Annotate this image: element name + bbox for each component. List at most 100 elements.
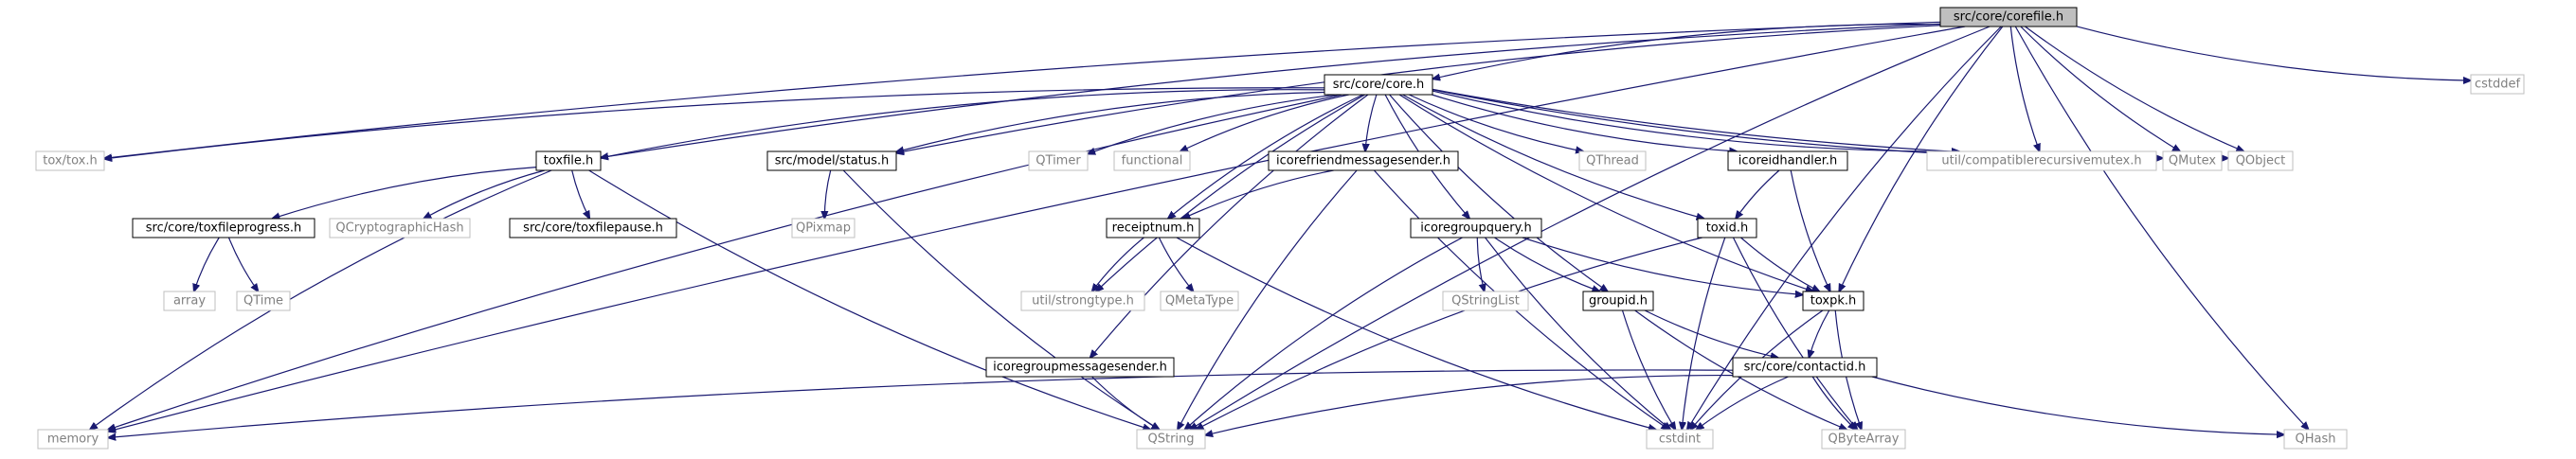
edge-root-to-memory: [108, 26, 1966, 432]
edge-core-to-status: [896, 91, 1325, 152]
edge-contactid-to-qhash: [1871, 376, 2284, 434]
edge-toxfile-to-tfprog: [272, 167, 537, 219]
edge-groupid-to-cstdint: [1621, 309, 1676, 430]
node-box-core: [1324, 74, 1433, 96]
edge-status-to-qstring: [842, 169, 1160, 430]
edge-core-to-receiptnum: [1168, 94, 1363, 219]
node-box-toxid: [1697, 218, 1757, 238]
edge-core-to-toxfile: [601, 89, 1325, 158]
node-qstring: QString: [1136, 429, 1206, 450]
node-label-array: array: [173, 294, 206, 309]
node-box-receiptnum: [1106, 218, 1200, 238]
edge-core-to-qtimer: [1088, 94, 1337, 154]
node-box-status: [766, 150, 897, 171]
node-box-toxfile: [535, 150, 602, 171]
node-qcrypto: QCryptographicHash: [329, 218, 471, 238]
edge-toxfile-to-qstring: [588, 169, 1151, 430]
edge-toxfile-to-memory: [90, 169, 552, 430]
node-label-qtime: QTime: [243, 294, 283, 309]
edge-core-to-icgms: [1090, 94, 1369, 358]
edge-tfprog-to-qtime: [227, 237, 259, 291]
edge-toxfile-to-tfpause: [571, 169, 590, 219]
node-status[interactable]: src/model/status.h: [766, 150, 897, 171]
node-tfprog[interactable]: src/core/toxfileprogress.h: [132, 218, 315, 238]
node-toxfile[interactable]: toxfile.h: [535, 150, 602, 171]
node-contactid[interactable]: src/core/contactid.h: [1732, 357, 1878, 378]
node-qstringlist: QStringList: [1442, 291, 1529, 311]
node-tfpause[interactable]: src/core/toxfilepause.h: [509, 218, 677, 238]
node-toxid[interactable]: toxid.h: [1697, 218, 1757, 238]
node-label-icgms: icoregroupmessagesender.h: [993, 361, 1167, 375]
node-box-functional: [1113, 150, 1191, 171]
node-groupid[interactable]: groupid.h: [1582, 291, 1654, 311]
node-label-crm: util/compatiblerecursivemutex.h: [1941, 154, 2141, 168]
node-label-qstring: QString: [1147, 433, 1194, 447]
edge-root-to-toxtox: [104, 21, 1941, 158]
edge-toxid-to-qstring: [1196, 237, 1702, 430]
node-icgms[interactable]: icoregroupmessagesender.h: [985, 357, 1175, 378]
node-label-strongtype: util/strongtype.h: [1032, 294, 1134, 309]
node-label-qpixmap: QPixmap: [796, 221, 851, 236]
edge-icgms-to-qstring: [1091, 376, 1160, 430]
edge-groupid-to-contactid: [1644, 309, 1778, 358]
node-icgq[interactable]: icoregroupquery.h: [1410, 218, 1542, 238]
node-box-qtimer: [1028, 150, 1089, 171]
edge-core-to-strongtype: [1096, 94, 1365, 291]
node-qpixmap: QPixmap: [791, 218, 856, 238]
node-root: src/core/corefile.h: [1939, 7, 2078, 27]
node-label-qbytearray: QByteArray: [1828, 433, 1900, 447]
node-label-icfms: icorefriendmessagesender.h: [1276, 154, 1450, 168]
node-crm: util/compatiblerecursivemutex.h: [1926, 150, 2157, 171]
node-functional: functional: [1113, 150, 1191, 171]
node-label-qobject: QObject: [2236, 154, 2286, 168]
edge-core-to-memory: [108, 94, 1342, 430]
node-box-icih: [1727, 150, 1848, 171]
node-box-icgq: [1410, 218, 1542, 238]
node-label-tfprog: src/core/toxfileprogress.h: [146, 221, 302, 236]
node-box-qhash: [2283, 429, 2348, 450]
node-box-contactid: [1732, 357, 1878, 378]
edge-status-to-qpixmap: [824, 169, 832, 219]
node-label-cstddef: cstddef: [2475, 78, 2521, 92]
edge-root-to-toxfile: [601, 23, 1941, 157]
edge-core-to-functional: [1180, 94, 1349, 151]
node-toxpk[interactable]: toxpk.h: [1802, 291, 1864, 311]
edge-core-to-qthread: [1408, 94, 1583, 151]
edge-contactid-to-qstring: [1205, 374, 1734, 435]
node-box-qbytearray: [1821, 429, 1906, 450]
node-strongtype: util/strongtype.h: [1020, 291, 1145, 311]
node-qtime: QTime: [236, 291, 291, 311]
node-box-toxtox: [35, 150, 105, 171]
node-box-qobject: [2227, 150, 2294, 171]
edge-core-to-toxpk: [1398, 94, 1813, 291]
node-box-cstdint: [1646, 429, 1714, 450]
edge-contactid-to-qbytearray: [1811, 376, 1856, 430]
node-receiptnum[interactable]: receiptnum.h: [1106, 218, 1200, 238]
node-label-icih: icoreidhandler.h: [1738, 154, 1837, 168]
node-icfms[interactable]: icorefriendmessagesender.h: [1268, 150, 1459, 171]
node-qbytearray: QByteArray: [1821, 429, 1906, 450]
node-box-tfprog: [132, 218, 315, 238]
node-label-toxid: toxid.h: [1706, 221, 1749, 236]
node-core[interactable]: src/core/core.h: [1324, 74, 1433, 96]
node-label-qthread: QThread: [1586, 154, 1639, 168]
edge-root-to-qstring: [1190, 26, 1991, 430]
edge-core-to-icih: [1432, 94, 1737, 151]
edge-icfms-to-qstring: [1178, 169, 1358, 430]
node-label-toxpk: toxpk.h: [1810, 294, 1857, 309]
edge-core-to-groupid: [1389, 94, 1608, 291]
node-cstdint: cstdint: [1646, 429, 1714, 450]
edge-root-to-cstddef: [2076, 26, 2471, 80]
node-label-toxtox: tox/tox.h: [43, 154, 97, 168]
node-label-root: src/core/corefile.h: [1954, 10, 2063, 25]
node-label-memory: memory: [47, 433, 99, 447]
edge-icih-to-toxpk: [1790, 169, 1830, 291]
node-label-qtimer: QTimer: [1036, 154, 1081, 168]
node-box-crm: [1926, 150, 2157, 171]
node-box-qthread: [1578, 150, 1647, 171]
node-icih[interactable]: icoreidhandler.h: [1727, 150, 1848, 171]
edge-core-to-crm: [1432, 90, 1959, 151]
edge-icgq-to-toxpk: [1522, 237, 1803, 295]
node-qtimer: QTimer: [1028, 150, 1089, 171]
nodes-layer: src/core/corefile.h src/core/core.h cstdde…: [35, 7, 2525, 450]
